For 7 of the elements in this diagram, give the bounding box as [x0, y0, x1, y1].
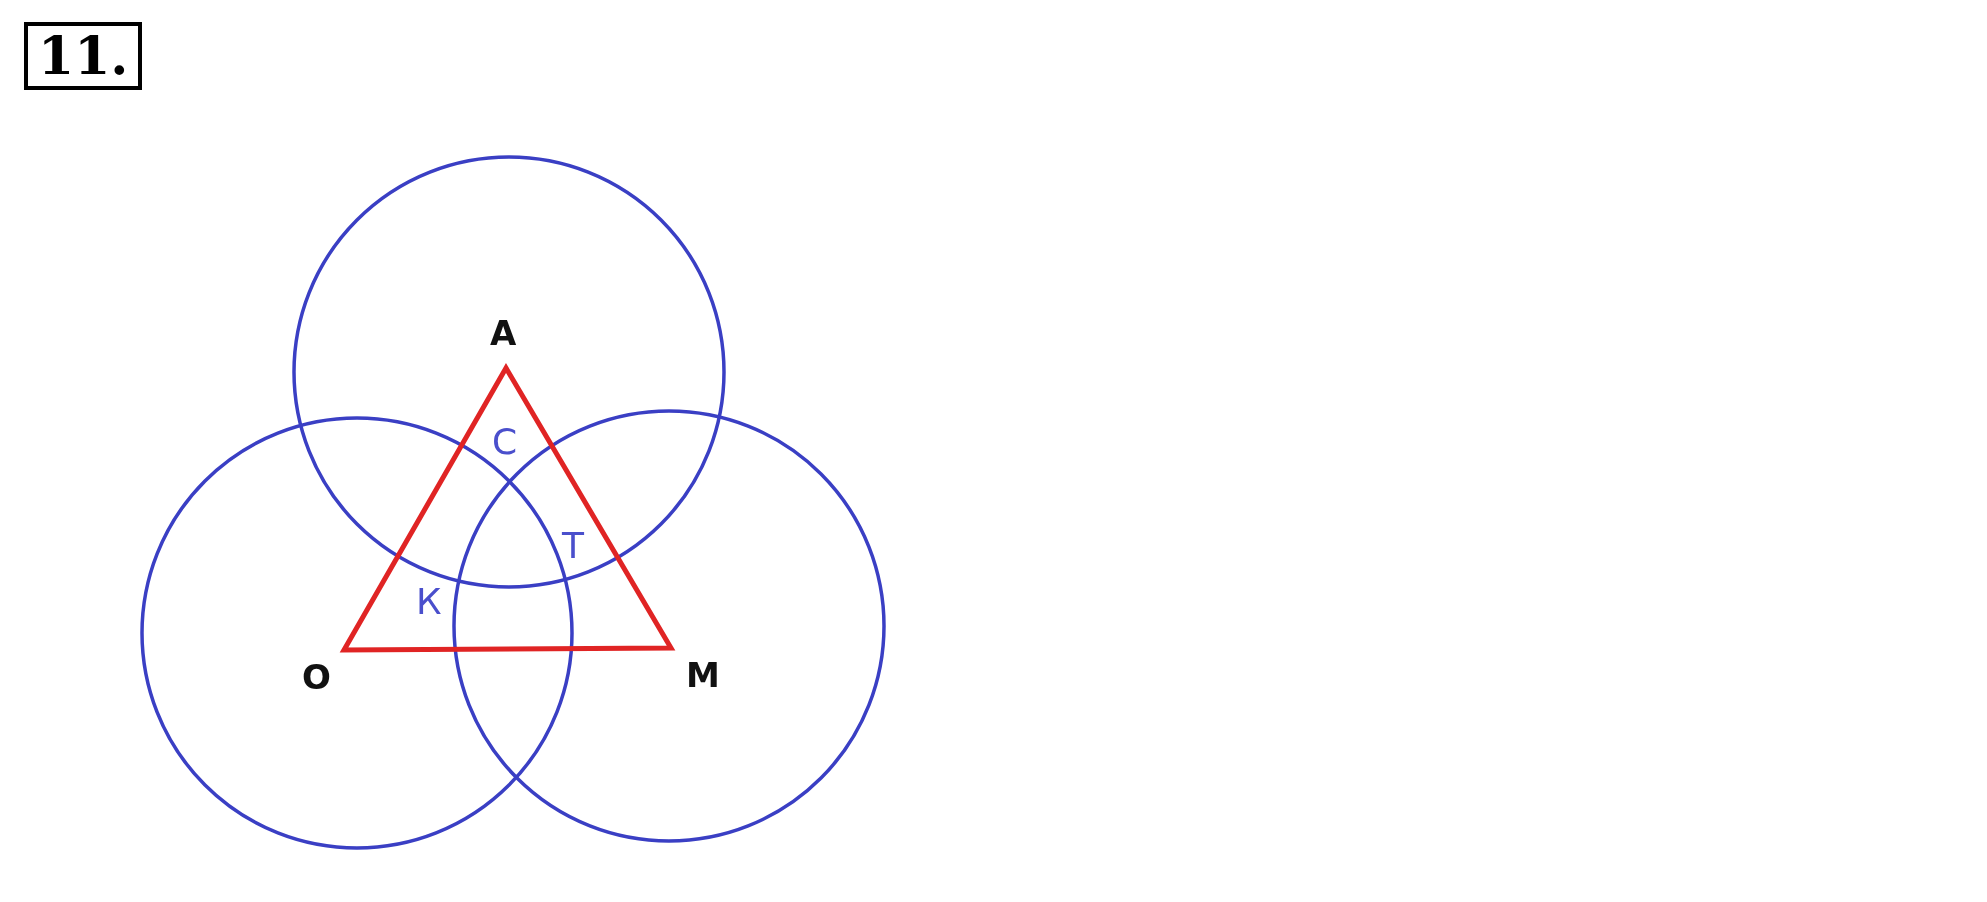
point-label: А	[490, 316, 517, 350]
point-label: К	[416, 584, 442, 620]
point-label: М	[686, 658, 720, 692]
task-number: 11.	[24, 22, 143, 90]
point-label: Т	[562, 528, 584, 564]
point-label: О	[302, 660, 331, 694]
point-label: С	[492, 424, 518, 460]
